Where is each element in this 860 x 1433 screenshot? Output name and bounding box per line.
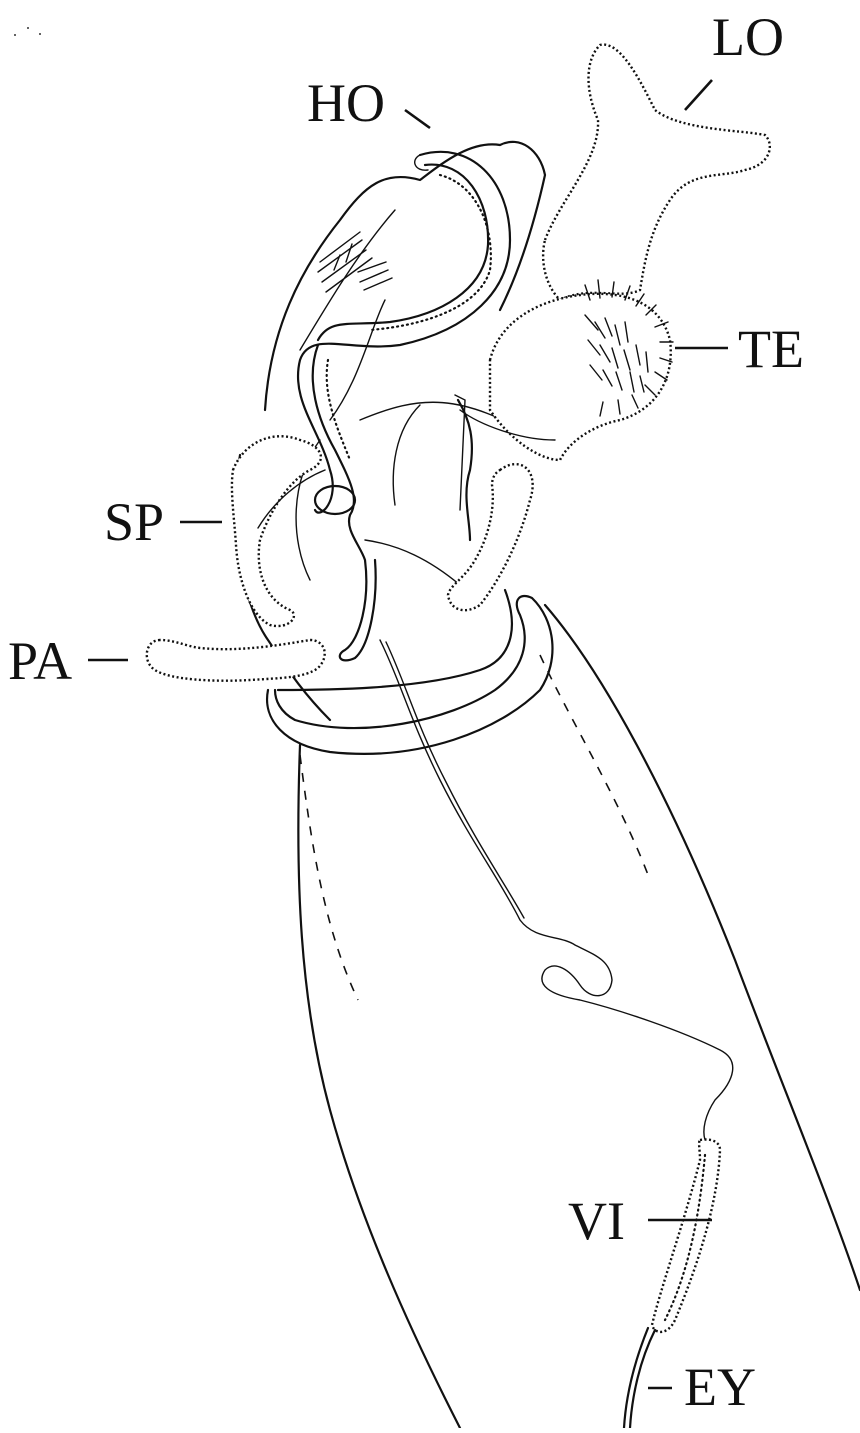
inner-dashed-left [300,755,358,1000]
label-ey: EY [684,1360,756,1414]
ductus [380,640,733,1140]
leader-ho [405,110,430,128]
label-lo: LO [712,10,784,64]
label-te: TE [738,322,804,376]
inner-dashed-right [540,655,650,880]
label-ho: HO [307,76,385,130]
duct-loop [315,486,355,514]
duct [313,345,376,660]
label-sp: SP [104,495,164,549]
collar-ring [267,596,552,754]
rod [147,640,325,681]
body-wall-left [298,745,460,1428]
sclerite [232,436,321,626]
leader-lo [685,80,712,110]
lobe [543,45,770,300]
hook-inner [318,165,488,340]
vitellarium [652,1139,720,1331]
label-pa: PA [8,634,72,688]
label-vi: VI [568,1194,625,1248]
